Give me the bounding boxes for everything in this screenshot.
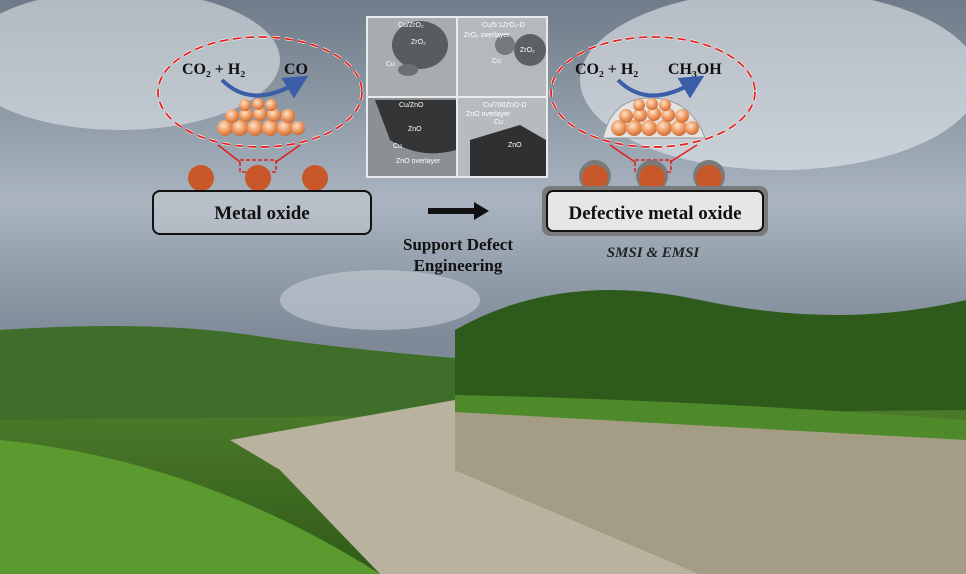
svg-text:ZrO₂ overlayer: ZrO₂ overlayer bbox=[464, 32, 510, 39]
svg-text:Cu: Cu bbox=[393, 143, 402, 150]
left-catalyst-panel: CO₂ + H₂ CO Metal oxide bbox=[152, 35, 372, 235]
support-label: Defective metal oxide bbox=[568, 203, 741, 224]
product-text: CO bbox=[284, 61, 308, 78]
zoom-ellipse-outline bbox=[550, 36, 756, 148]
curved-arrow-icon bbox=[616, 75, 705, 99]
interaction-label: SMSI & EMSI bbox=[607, 245, 701, 261]
metal-particle bbox=[696, 165, 722, 191]
svg-text:ZnO overlayer: ZnO overlayer bbox=[466, 111, 511, 118]
process-label-line2: Engineering bbox=[414, 256, 503, 275]
process-arrow: Support Defect Engineering bbox=[403, 202, 513, 275]
process-label-line1: Support Defect bbox=[403, 235, 513, 254]
right-arrow-icon bbox=[428, 202, 489, 220]
svg-text:Cu/700ZnO-D: Cu/700ZnO-D bbox=[483, 102, 527, 109]
curved-arrow-icon bbox=[220, 75, 309, 99]
metal-particle bbox=[188, 165, 214, 191]
product-text: CH₃OH bbox=[668, 61, 722, 78]
svg-text:Cu/ZnO: Cu/ZnO bbox=[399, 102, 424, 109]
metal-particle bbox=[302, 165, 328, 191]
reactants-text: CO₂ + H₂ bbox=[182, 61, 245, 78]
svg-text:Cu: Cu bbox=[492, 58, 501, 65]
copper-cluster-icon bbox=[611, 98, 699, 136]
metal-particle bbox=[582, 165, 608, 191]
svg-text:Cu: Cu bbox=[494, 119, 503, 126]
reactants-text: CO₂ + H₂ bbox=[575, 61, 638, 78]
svg-text:ZnO: ZnO bbox=[508, 142, 522, 149]
metal-particle bbox=[245, 165, 271, 191]
zoom-ellipse-outline bbox=[157, 36, 363, 148]
support-label: Metal oxide bbox=[214, 203, 310, 224]
copper-cluster-icon bbox=[217, 98, 305, 136]
svg-text:Cu/ZrO₂: Cu/ZrO₂ bbox=[398, 22, 424, 29]
metal-oxide-support bbox=[152, 190, 372, 235]
defective-oxide-support bbox=[546, 190, 764, 232]
svg-text:Cu/5:1ZrO₂-D: Cu/5:1ZrO₂-D bbox=[482, 22, 525, 29]
svg-text:ZrO₂: ZrO₂ bbox=[520, 47, 535, 54]
svg-text:Cu: Cu bbox=[386, 61, 395, 68]
metal-particle bbox=[639, 165, 665, 191]
svg-text:ZnO: ZnO bbox=[408, 126, 422, 133]
tem-image-grid: Cu/ZrO₂ ZrO₂ Cu Cu/5:1ZrO₂-D ZrO₂ overla… bbox=[366, 16, 548, 178]
svg-text:ZnO overlayer: ZnO overlayer bbox=[396, 158, 441, 165]
right-catalyst-panel: CO₂ + H₂ CH₃OH Defective metal oxide SMS… bbox=[542, 35, 768, 261]
svg-text:ZrO₂: ZrO₂ bbox=[411, 39, 426, 46]
